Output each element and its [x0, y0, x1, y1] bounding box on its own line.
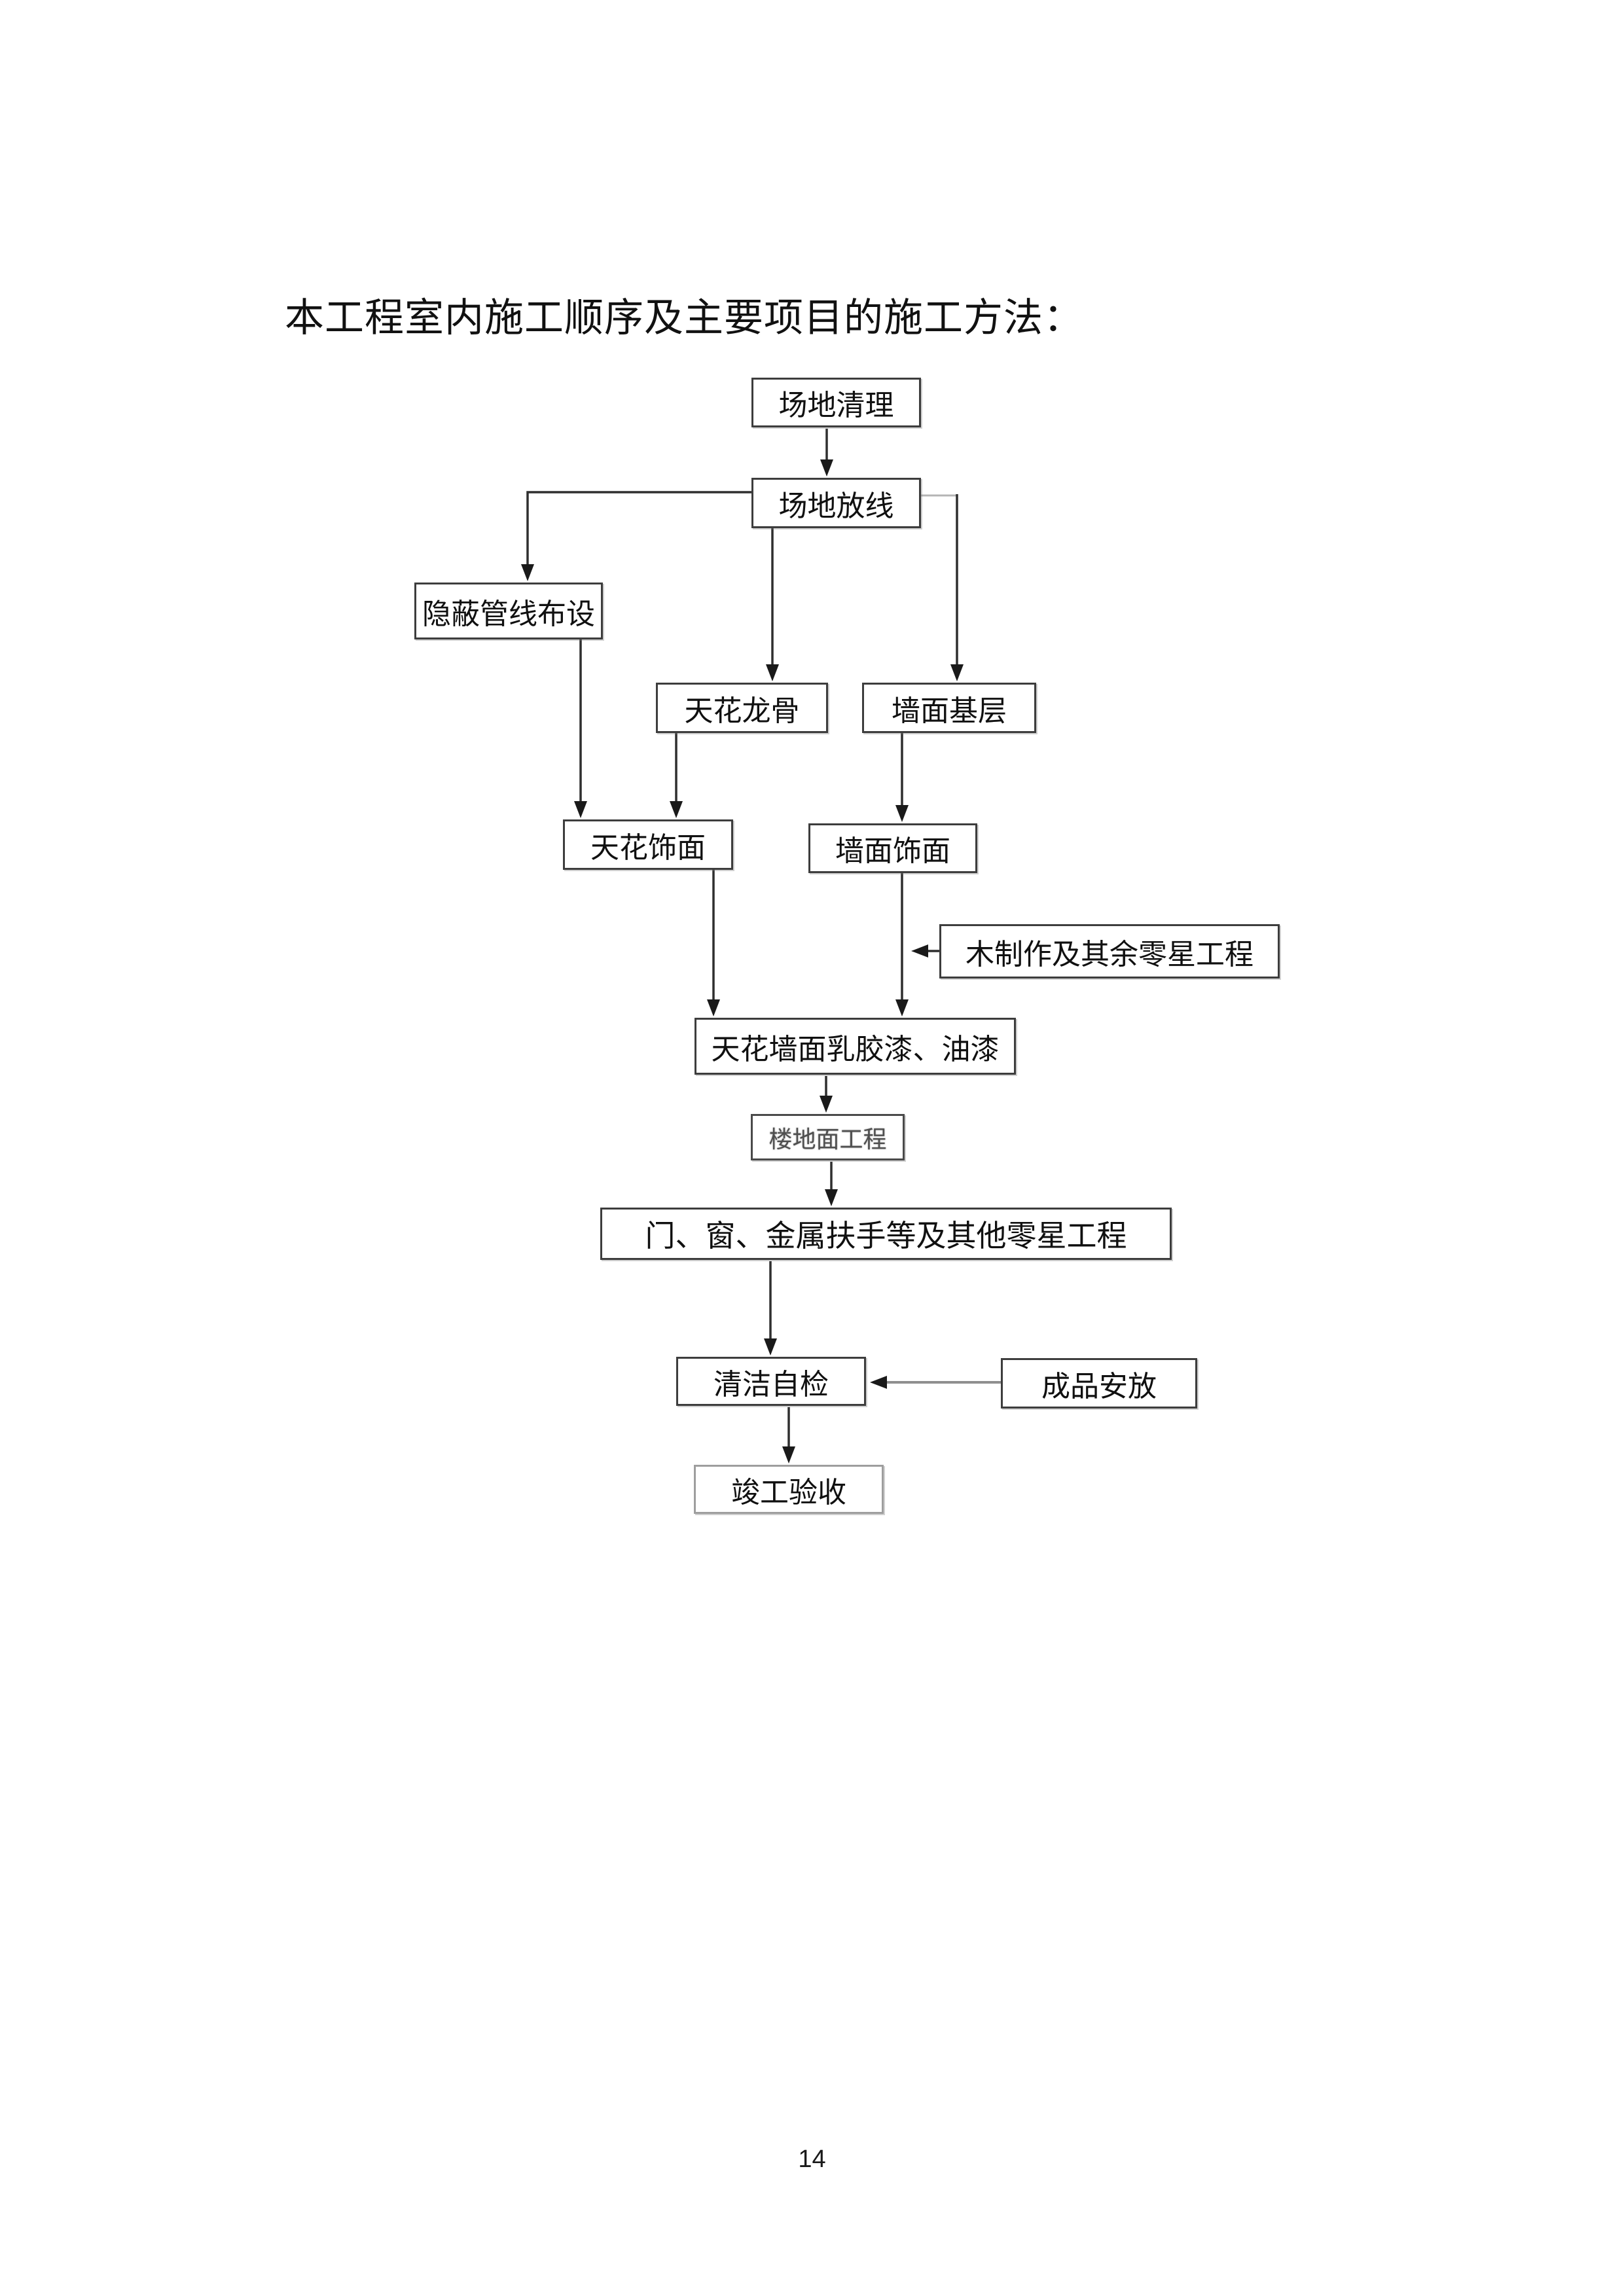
edge-ceiling-keel-to-ceiling-finish [670, 733, 683, 818]
flow-node-doors-windows: 门、窗、金属扶手等及其他零星工程 [600, 1208, 1172, 1260]
page-number: 14 [798, 2145, 826, 2173]
edge-site-layout-to-ceiling-keel [766, 528, 779, 681]
flow-node-hidden-pipeline: 隐蔽管线布设 [414, 583, 603, 639]
edge-ceiling-finish-to-latex-paint [707, 870, 720, 1016]
edge-wall-base-to-wall-finish [895, 733, 909, 822]
flow-node-site-clearing: 场地清理 [751, 378, 921, 427]
flow-node-latex-paint: 天花墙面乳胶漆、油漆 [695, 1018, 1016, 1075]
flow-node-ceiling-finish: 天花饰面 [563, 819, 733, 870]
flow-node-wall-finish: 墙面饰面 [808, 823, 977, 873]
edge-product-placement-to-cleaning-check [870, 1376, 1001, 1389]
flow-node-ceiling-keel: 天花龙骨 [656, 683, 828, 733]
flow-node-wall-base: 墙面基层 [862, 683, 1036, 733]
flow-node-product-placement: 成品安放 [1001, 1358, 1197, 1408]
page-title: 本工程室内施工顺序及主要项目的施工方法： [285, 296, 1083, 340]
edge-site-clearing-to-site-layout [820, 429, 833, 476]
edge-wall-finish-to-latex-paint [895, 873, 909, 1016]
edge-doors-windows-to-cleaning-check [764, 1261, 777, 1355]
flow-node-completion-acceptance: 竣工验收 [694, 1465, 884, 1514]
edge-wood-work-to-latex-paint [911, 944, 939, 958]
flow-node-wood-work: 木制作及其余零星工程 [939, 924, 1280, 978]
flow-node-floor-work: 楼地面工程 [751, 1114, 905, 1160]
flow-node-site-layout: 场地放线 [751, 478, 921, 528]
edge-site-layout-to-wall-base [921, 494, 964, 681]
edge-latex-paint-to-floor-work [820, 1076, 833, 1113]
edge-hidden-pipeline-to-ceiling-finish [574, 639, 587, 818]
edge-floor-work-to-doors-windows [825, 1162, 838, 1206]
edge-cleaning-check-to-completion-acceptance [782, 1407, 795, 1463]
flow-node-cleaning-check: 清洁自检 [676, 1357, 866, 1406]
edge-site-layout-to-hidden-pipeline [521, 491, 751, 581]
